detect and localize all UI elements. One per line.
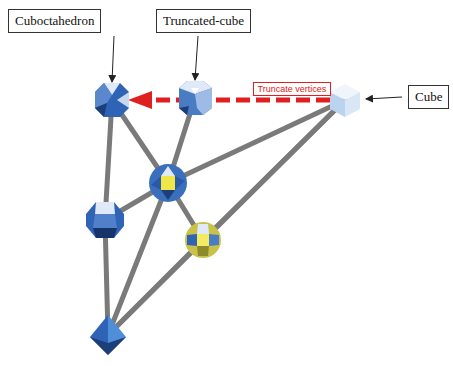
node-text: Truncated-cube	[163, 13, 244, 29]
node-text: Truncate vertices	[258, 84, 327, 94]
truncated-octahedron-icon	[86, 202, 124, 238]
node-text: Cuboctahedron	[15, 13, 94, 29]
name-box: Truncated-cube	[156, 9, 251, 33]
leader-arrow	[195, 36, 198, 80]
cube-icon	[330, 84, 360, 117]
leader-arrow	[112, 36, 114, 82]
octahedron-icon	[90, 315, 126, 355]
rhombicuboctahedron-icon	[185, 222, 221, 258]
truncated-cuboctahedron-icon	[149, 164, 187, 202]
leader-arrow	[366, 97, 402, 99]
name-box: Cube	[408, 85, 449, 109]
truncated-cube-icon	[179, 81, 212, 115]
name-box: Cuboctahedron	[8, 9, 101, 33]
truncate-arrow	[150, 98, 330, 103]
operation-label: Truncate vertices	[253, 82, 332, 96]
truncate-arrowhead	[128, 91, 152, 109]
cuboctahedron-icon	[95, 83, 129, 117]
relation-lines	[105, 98, 345, 335]
node-text: Cube	[415, 89, 442, 105]
